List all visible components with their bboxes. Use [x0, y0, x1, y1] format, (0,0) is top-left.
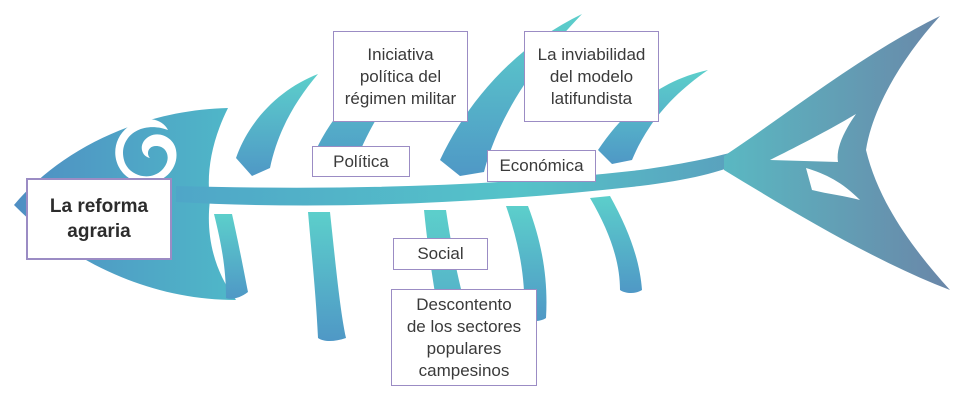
cause-box-economica: La inviabilidad del modelo latifundista: [524, 31, 659, 122]
effect-box: La reforma agraria: [26, 178, 172, 260]
rib-lower-1: [214, 214, 248, 299]
fish-spine: [176, 150, 744, 206]
cause-text-economica: La inviabilidad del modelo latifundista: [537, 44, 646, 108]
fish-eye-shape: [115, 119, 177, 184]
cause-text-social: Descontento de los sectores populares ca…: [406, 294, 522, 380]
rib-upper-1: [236, 74, 318, 176]
fish-tail-detail-2: [806, 168, 860, 200]
rib-upper-3: [440, 14, 582, 176]
category-box-social: Social: [393, 238, 488, 270]
category-label-politica: Política: [333, 151, 389, 171]
category-box-politica: Política: [312, 146, 410, 177]
cause-box-social: Descontento de los sectores populares ca…: [391, 289, 537, 386]
fish-tail-detail: [770, 114, 856, 162]
cause-text-politica: Iniciativa política del régimen militar: [344, 44, 457, 108]
category-box-economica: Económica: [487, 150, 596, 182]
cause-box-politica: Iniciativa política del régimen militar: [333, 31, 468, 122]
effect-label: La reforma agraria: [49, 196, 149, 242]
rib-lower-2: [308, 212, 346, 341]
category-label-social: Social: [417, 244, 464, 263]
category-label-economica: Económica: [499, 156, 584, 175]
rib-lower-5: [590, 196, 642, 293]
